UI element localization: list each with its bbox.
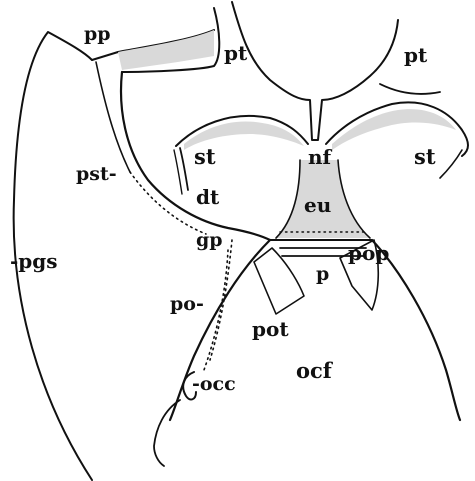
- label-eu: eu: [304, 193, 331, 217]
- pst-dotted-line: [130, 172, 206, 234]
- dt-process-inner: [174, 150, 182, 194]
- label-pot: pot: [252, 317, 289, 341]
- label-pop: pop: [348, 241, 389, 265]
- label-pst: pst-: [76, 163, 117, 185]
- lower-left-outline: [154, 400, 180, 466]
- pst-inner-line: [96, 62, 130, 172]
- label-nf: nf: [308, 145, 333, 169]
- pp-stipple: [118, 30, 214, 70]
- st-right-tip: [440, 150, 462, 178]
- label-pgs: -pgs: [10, 249, 58, 273]
- label-p: p: [316, 263, 329, 285]
- ocf-right-wall: [372, 240, 460, 420]
- label-occ: -occ: [192, 373, 236, 395]
- label-dt: dt: [196, 185, 220, 209]
- label-st-left: st: [194, 144, 216, 169]
- dt-process: [180, 148, 188, 190]
- label-po: po-: [170, 293, 204, 315]
- pt-right-outline: [380, 84, 440, 94]
- label-pt-right: pt: [404, 43, 428, 67]
- label-ocf: ocf: [296, 358, 334, 383]
- label-pp: pp: [84, 23, 111, 45]
- label-gp: gp: [196, 229, 223, 251]
- st-right-stipple: [332, 109, 456, 150]
- po-dotted-line: [204, 250, 228, 370]
- label-pt-left: pt: [224, 41, 248, 65]
- label-st-right: st: [414, 144, 436, 169]
- pot-left-triangle: [254, 248, 304, 314]
